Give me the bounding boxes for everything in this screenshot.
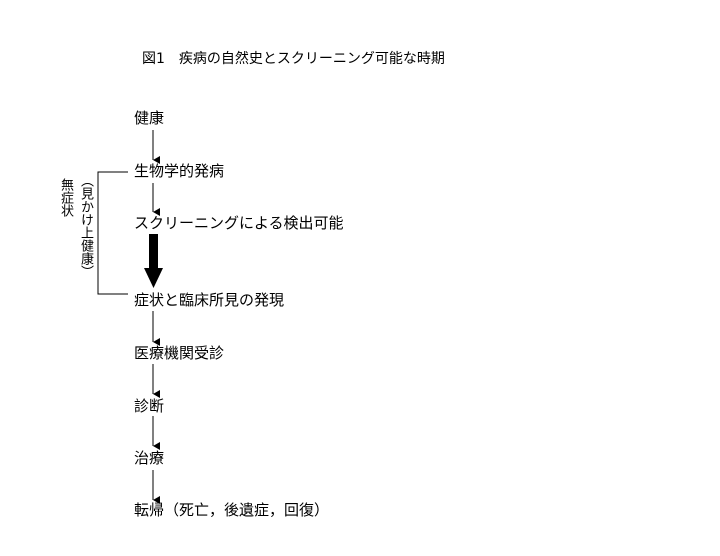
figure-title: 図1 疾病の自然史とスクリーニング可能な時期 <box>142 51 445 67</box>
stage-medical-visit: 医療機関受診 <box>134 344 225 362</box>
stage-health: 健康 <box>134 109 165 127</box>
stage-biological-onset: 生物学的発病 <box>134 162 225 180</box>
stage-treatment: 治療 <box>134 449 165 467</box>
stage-outcome: 転帰（死亡，後遺症，回復） <box>134 501 330 519</box>
asymptomatic-bracket <box>97 171 128 295</box>
stage-screening-detectable: スクリーニングによる検出可能 <box>134 214 344 232</box>
stage-symptom-onset: 症状と臨床所見の発現 <box>134 291 285 309</box>
asymptomatic-label: 無症状 <box>58 178 73 217</box>
bold-arrow-detectable-to-symptoms <box>144 234 163 288</box>
stage-diagnosis: 診断 <box>134 397 165 415</box>
apparently-healthy-label: （見かけ上健康） <box>78 174 93 278</box>
